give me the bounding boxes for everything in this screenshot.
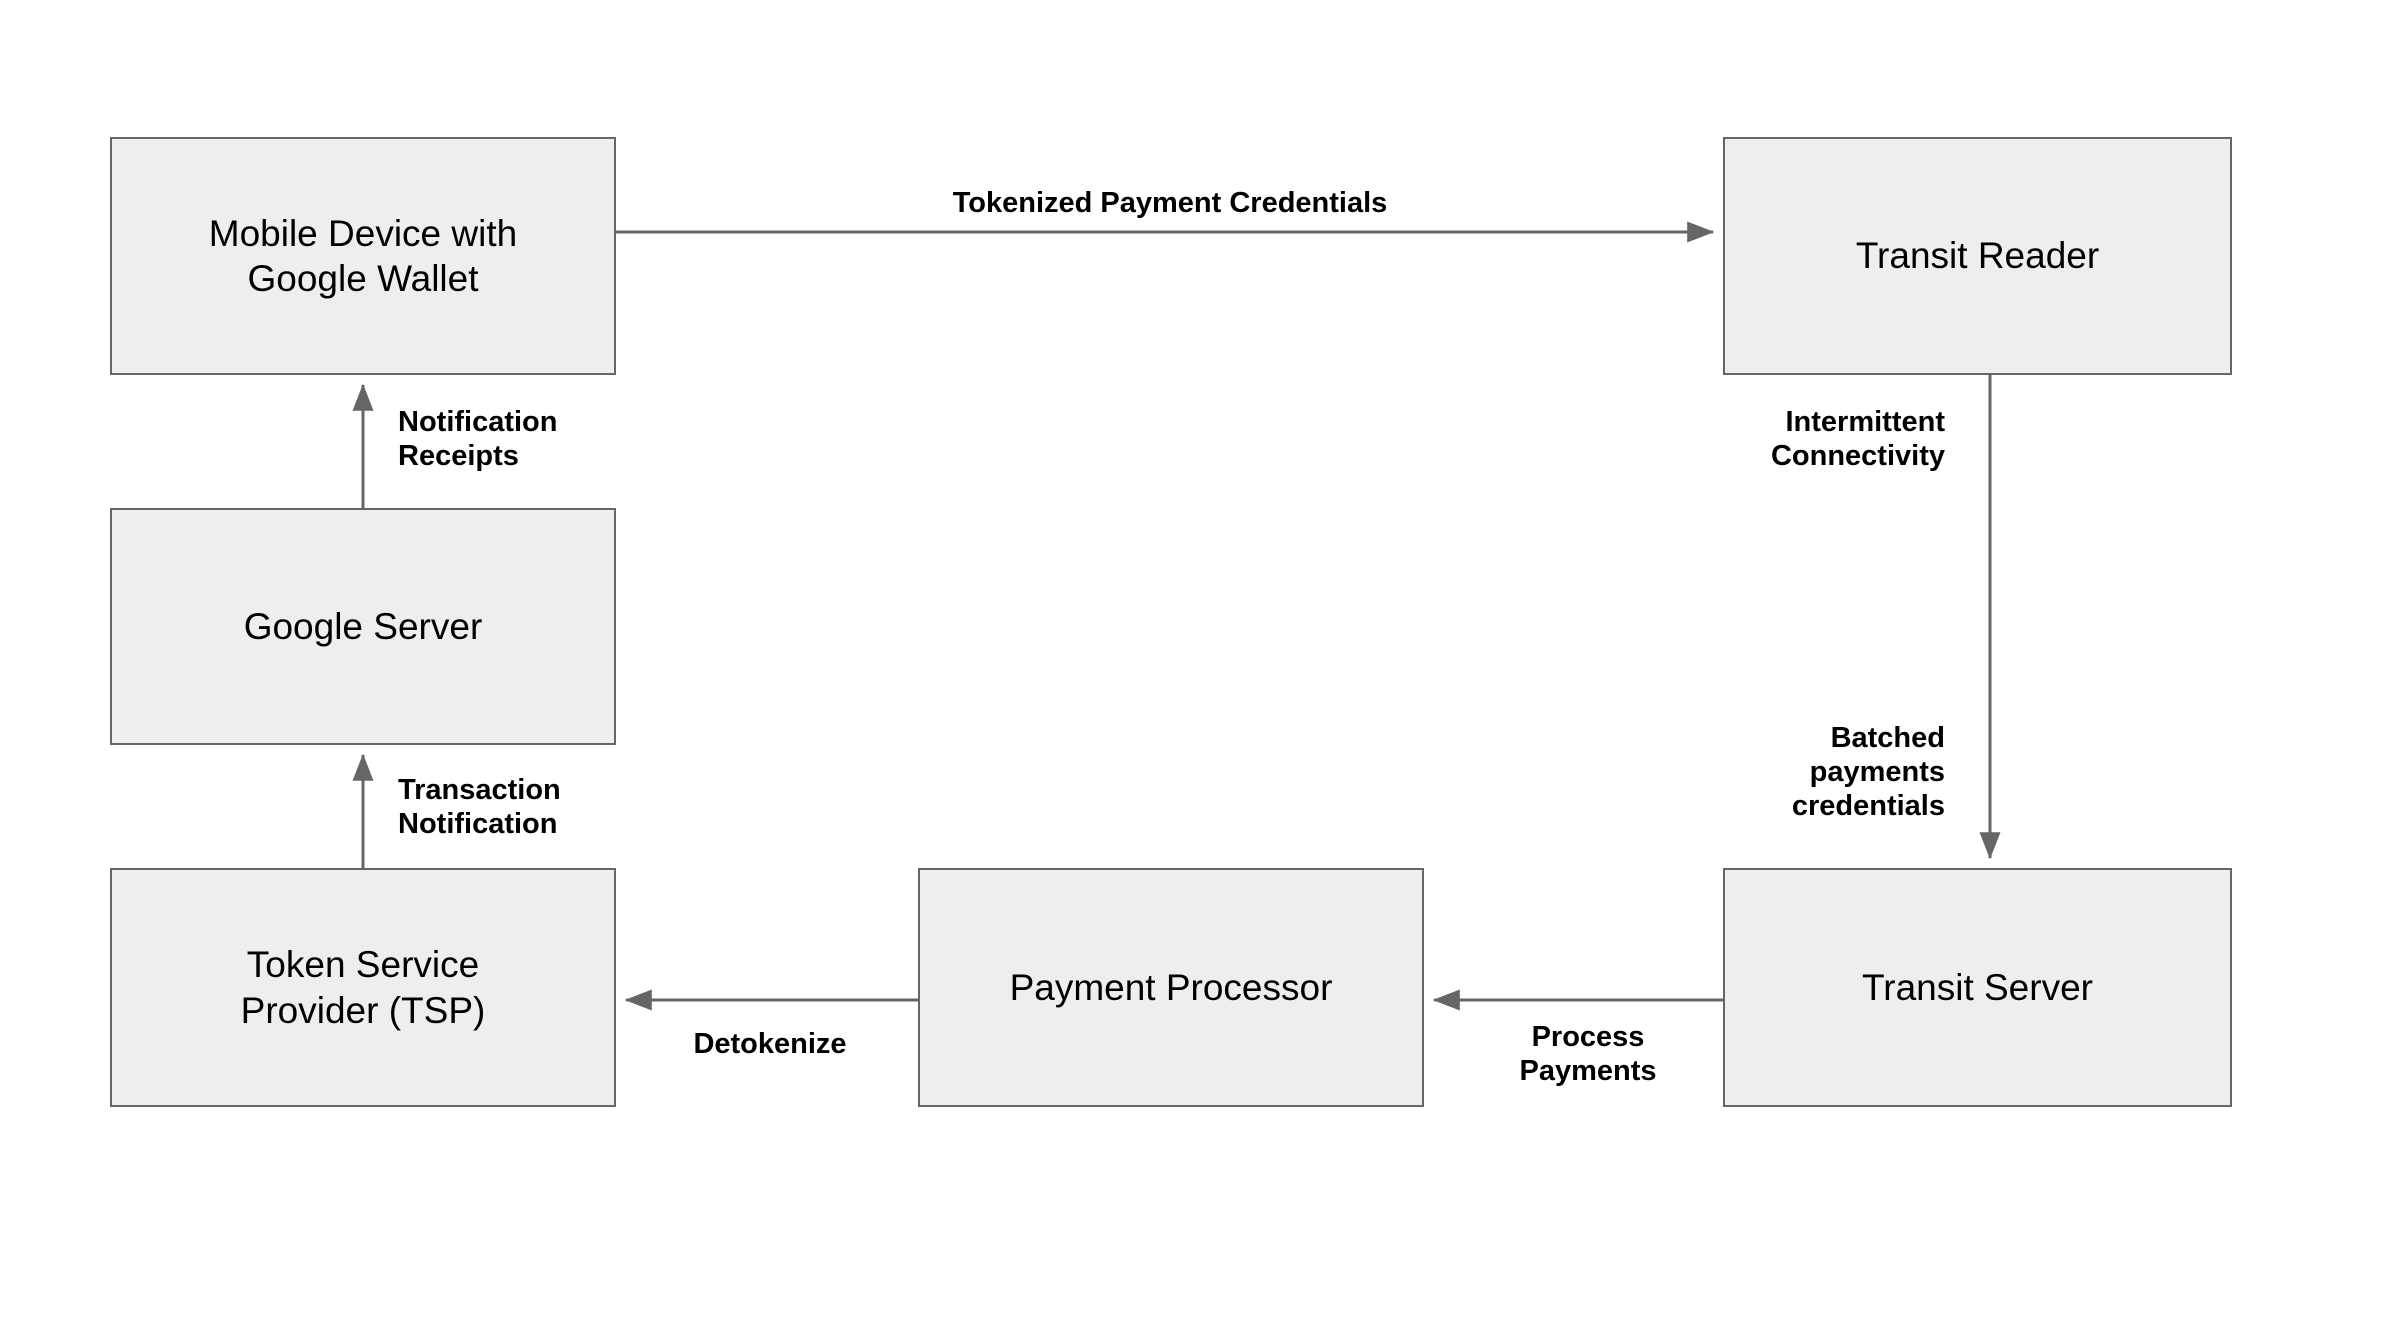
- node-label-mobile-device: Mobile Device with Google Wallet: [208, 212, 518, 299]
- node-label-token-service-provider: Token Service Provider (TSP): [240, 944, 486, 1031]
- node-label-transit-server: Transit Server: [1862, 966, 2093, 1008]
- node-label-google-server: Google Server: [243, 605, 483, 647]
- edge-label-notification-receipts: Notification Receipts: [398, 406, 558, 472]
- node-transit-server[interactable]: Transit Server: [1723, 868, 2232, 1107]
- node-payment-processor[interactable]: Payment Processor: [918, 868, 1424, 1107]
- node-google-server[interactable]: Google Server: [110, 508, 616, 745]
- edge-label-process-payments: Process Payments: [1519, 1021, 1657, 1087]
- edge-label-transaction-notification: Transaction Notification: [398, 774, 561, 840]
- node-label-transit-reader: Transit Reader: [1855, 235, 2100, 277]
- edge-label-intermittent-connectivity: Intermittent Connectivity: [1770, 406, 1945, 472]
- edge-label-batched-payments-credentials: Batched payments credentials: [1791, 722, 1945, 822]
- edge-label-detokenize: Detokenize: [693, 1028, 847, 1061]
- node-mobile-device[interactable]: Mobile Device with Google Wallet: [110, 137, 616, 375]
- edge-label-tokenized-payment-credentials: Tokenized Payment Credentials: [952, 187, 1388, 220]
- node-label-payment-processor: Payment Processor: [1009, 966, 1333, 1008]
- node-token-service-provider[interactable]: Token Service Provider (TSP): [110, 868, 616, 1107]
- node-transit-reader[interactable]: Transit Reader: [1723, 137, 2232, 375]
